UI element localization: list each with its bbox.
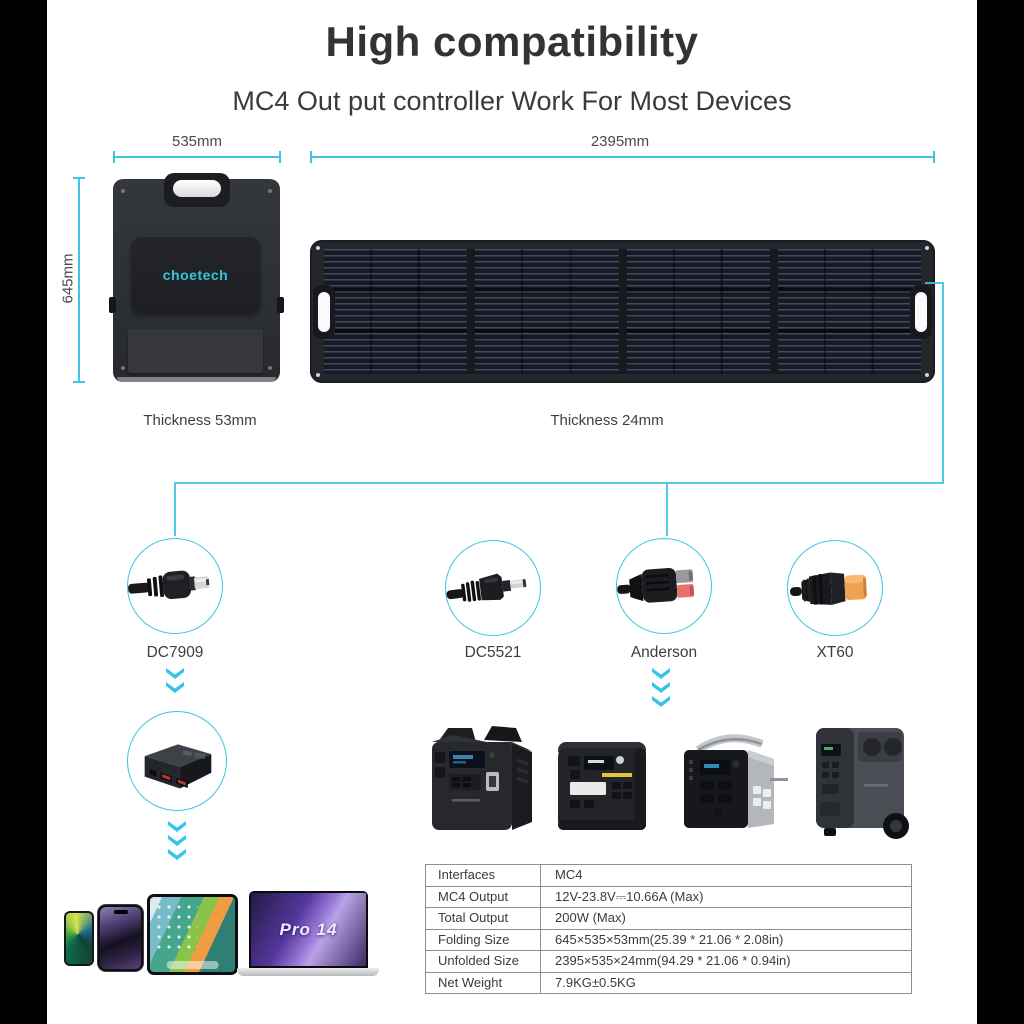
- panel-handle-left: [313, 284, 335, 339]
- panel-handle-right: [910, 284, 932, 339]
- side-hook-left: [109, 297, 116, 313]
- anderson-plug-icon: [617, 567, 695, 603]
- unfolded-width-label: 2395mm: [590, 133, 650, 150]
- spec-label: Interfaces: [426, 865, 541, 886]
- smartphone-1-image: [64, 911, 94, 966]
- tablet-image: [147, 894, 238, 975]
- solar-section: [324, 249, 468, 374]
- chevron-down-icon: [652, 668, 670, 679]
- chevron-down-icon: [166, 682, 184, 693]
- chevron-down-icon: [652, 682, 670, 693]
- left-black-bar: [0, 0, 47, 1024]
- page-subtitle: MC4 Out put controller Work For Most Dev…: [232, 86, 792, 116]
- anderson-label: Anderson: [630, 644, 698, 661]
- dc7909-connector-image: [127, 538, 223, 634]
- spec-value: 645×535×53mm(25.39 * 21.06 * 2.08in): [555, 931, 784, 947]
- spec-value: 7.9KG±0.5KG: [555, 974, 636, 990]
- xt60-connector-image: [787, 540, 883, 636]
- folded-thickness-caption: Thickness 53mm: [143, 412, 257, 429]
- spec-label: Net Weight: [426, 972, 541, 993]
- laptop-wallpaper-text: Pro 14: [279, 919, 338, 939]
- choetech-logo: choetech: [162, 267, 229, 283]
- power-station-4-image: [816, 728, 909, 839]
- phone-notch: [113, 910, 128, 914]
- spec-table: Interfaces MC4 MC4 Output 12V-23.8V⎓10.6…: [425, 864, 912, 994]
- mc4-controller-image: [127, 711, 227, 811]
- smartphone-2-image: [98, 905, 143, 971]
- dc5521-plug-icon: [446, 573, 527, 602]
- anderson-connector-image: [616, 538, 712, 634]
- spec-value: 2395×535×24mm(94.29 * 21.06 * 0.94in): [555, 953, 791, 968]
- spec-label: MC4 Output: [426, 886, 541, 907]
- table-row: Folding Size 645×535×53mm(25.39 * 21.06 …: [426, 929, 911, 951]
- chevron-down-icon: [168, 821, 186, 832]
- spec-label: Folding Size: [426, 929, 541, 950]
- app-grid: [154, 902, 199, 952]
- spec-value: 12V-23.8V⎓10.66A (Max): [555, 888, 704, 904]
- controller-box-icon: [144, 744, 212, 789]
- carry-handle: [163, 173, 230, 207]
- chevron-down-icon: [168, 835, 186, 846]
- folded-height-dim-line: [73, 177, 85, 383]
- folded-width-label: 535mm: [171, 133, 223, 150]
- chevron-down-icon: [166, 668, 184, 679]
- table-row: MC4 Output 12V-23.8V⎓10.66A (Max): [426, 886, 911, 908]
- tablet-dock: [166, 961, 219, 969]
- table-row: Interfaces MC4: [426, 865, 911, 887]
- folded-panel-image: choetech: [109, 173, 284, 382]
- xt60-plug-icon: [790, 572, 867, 605]
- xt60-label: XT60: [816, 644, 854, 661]
- page-title: High compatibility: [325, 18, 699, 65]
- dc5521-connector-image: [445, 540, 541, 636]
- chevron-down-icon: [652, 696, 670, 707]
- table-row: Unfolded Size 2395×535×24mm(94.29 * 21.0…: [426, 951, 911, 973]
- solar-section: [777, 249, 921, 374]
- dc5521-label: DC5521: [464, 644, 522, 661]
- right-black-bar: [977, 0, 1024, 1024]
- spec-label: Unfolded Size: [426, 951, 541, 972]
- unfolded-width-dim-line: [310, 151, 935, 163]
- folded-height-label: 645mm: [59, 253, 77, 304]
- chevrons-dc7909: [164, 667, 186, 694]
- dc7909-plug-icon: [128, 570, 210, 600]
- table-row: Net Weight 7.9KG±0.5KG: [426, 972, 911, 993]
- chevrons-anderson: [650, 667, 672, 708]
- chevron-down-icon: [168, 849, 186, 860]
- folded-width-dim-line: [113, 151, 281, 163]
- front-pocket: choetech: [131, 237, 260, 313]
- spec-value: 200W (Max): [555, 910, 626, 925]
- side-hook-right: [277, 297, 284, 313]
- power-station-3-image: [684, 734, 788, 828]
- solar-section: [626, 249, 770, 374]
- laptop-base: [237, 968, 379, 976]
- chevrons-controller: [166, 820, 188, 861]
- solar-section: [475, 249, 619, 374]
- dc7909-label: DC7909: [146, 644, 204, 661]
- table-row: Total Output 200W (Max): [426, 908, 911, 930]
- unfolded-panel-image: [310, 240, 935, 383]
- laptop-image: Pro 14: [249, 891, 368, 968]
- front-flap: [128, 329, 263, 373]
- spec-label: Total Output: [426, 908, 541, 929]
- spec-value: MC4: [555, 867, 583, 882]
- unfolded-thickness-caption: Thickness 24mm: [550, 412, 664, 429]
- power-station-2-image: [558, 742, 646, 830]
- power-station-1-image: [432, 726, 532, 830]
